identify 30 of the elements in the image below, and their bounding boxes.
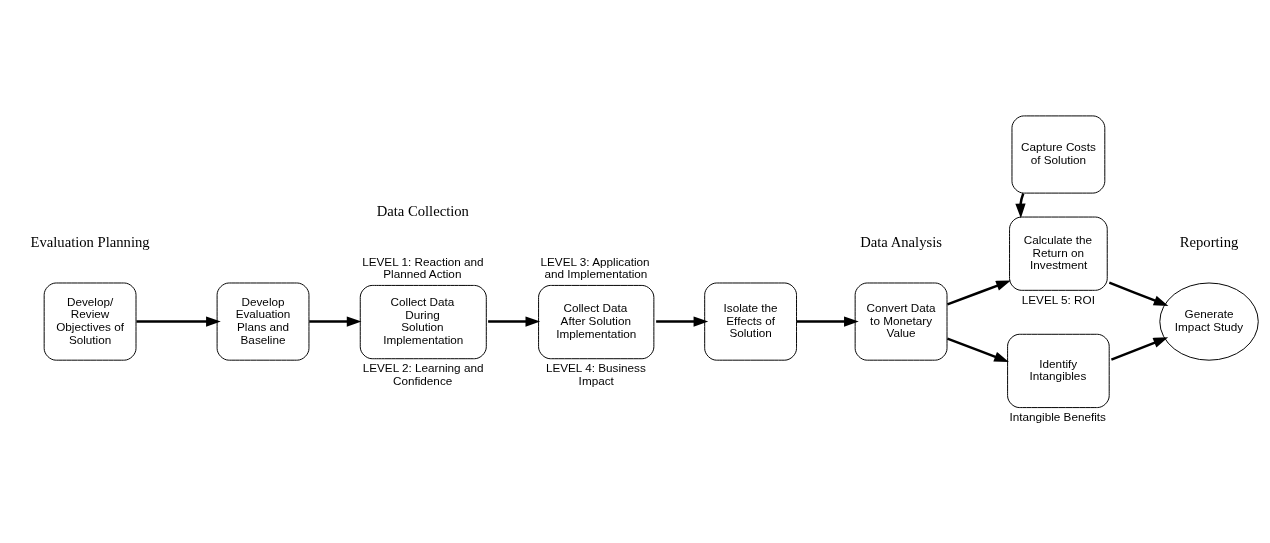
node-label: LEVEL 4: Business Impact	[545, 360, 646, 387]
node-box: Identify Intangibles	[1007, 333, 1110, 408]
node-box: Develop Evaluation Plans and Baseline	[216, 282, 310, 361]
node-box: Isolate the Effects of Solution	[704, 282, 797, 361]
label: Evaluation Planning	[30, 233, 150, 250]
node-box: Develop/ Review Objectives of Solution	[43, 282, 137, 361]
label: Data Collection	[376, 202, 469, 219]
node-label: LEVEL 1: Reaction and Planned Action	[362, 254, 484, 280]
arrow	[796, 315, 859, 327]
node-box: Capture Costs of Solution	[1011, 114, 1106, 194]
label: Data Analysis	[860, 233, 942, 250]
node-ellipse: Generate Impact Study	[1159, 282, 1259, 361]
arrow	[1108, 281, 1169, 306]
node-box: Calculate the Return on Investment	[1009, 216, 1108, 291]
node-label: LEVEL 2: Learning and Confidence	[362, 360, 484, 387]
arrow	[309, 315, 362, 327]
arrow	[136, 315, 221, 327]
arrow	[946, 337, 1009, 362]
label: Reporting	[1179, 233, 1239, 250]
node-label: Intangible Benefits	[1009, 409, 1106, 423]
arrow	[946, 280, 1011, 306]
node-label: LEVEL 5: ROI	[1021, 292, 1095, 306]
arrow	[488, 315, 541, 327]
node-box: Collect Data After Solution Implementation	[538, 284, 655, 359]
node-box: Convert Data to Monetary Value	[854, 282, 948, 361]
node-box: Collect Data During Solution Implementation	[359, 284, 487, 359]
arrow	[1110, 336, 1169, 361]
arrow	[1015, 192, 1026, 218]
arrow	[656, 315, 709, 327]
node-label: LEVEL 3: Application and Implementation	[540, 254, 650, 280]
